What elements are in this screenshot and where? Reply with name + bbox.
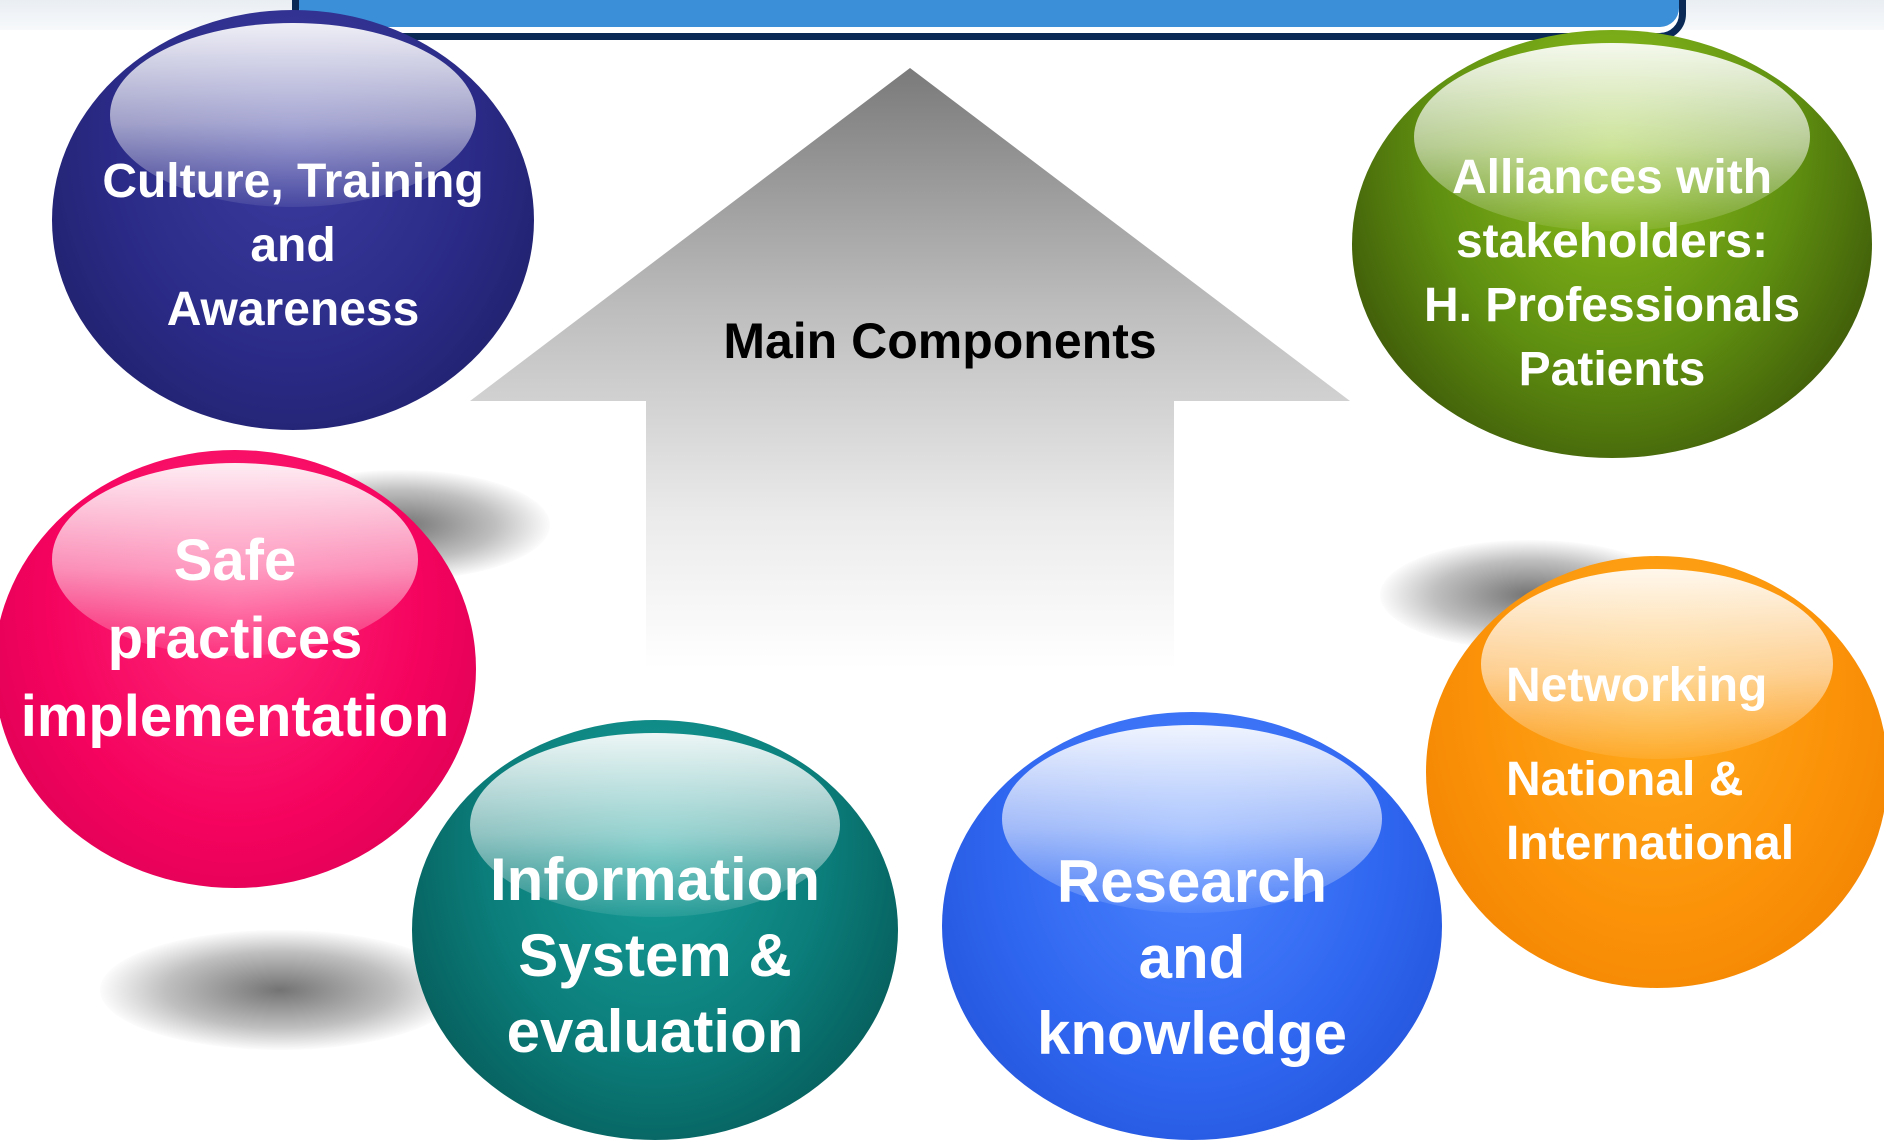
component-information-system-text: Information System & evaluation — [412, 842, 898, 1070]
component-culture-text: Culture, Training and Awareness — [52, 150, 534, 342]
text-line: practices — [107, 606, 363, 671]
text-line: knowledge — [1036, 1000, 1348, 1067]
text-line: System & — [518, 922, 792, 989]
text-line: implementation — [20, 684, 450, 749]
component-alliances-text: Alliances with stakeholders: H. Professi… — [1352, 146, 1872, 402]
bubble-shadow — [100, 930, 460, 1050]
text-line: Culture, Training — [102, 155, 484, 208]
text-line: Research — [1056, 848, 1328, 915]
title-banner — [292, 0, 1686, 40]
text-line: National & — [1506, 753, 1744, 806]
main-components-label: Main Components — [723, 313, 1157, 369]
text-line: stakeholders: — [1455, 215, 1769, 268]
gloss-highlight — [109, 22, 477, 208]
component-research-text: Research and knowledge — [942, 844, 1442, 1072]
text-line: evaluation — [506, 998, 804, 1065]
text-line: Patients — [1518, 343, 1706, 396]
gloss-highlight — [1414, 42, 1810, 232]
gloss-highlight — [1481, 568, 1833, 760]
text-line: International — [1506, 817, 1795, 870]
text-line: Safe — [173, 528, 297, 593]
text-line: Alliances with — [1451, 151, 1773, 204]
text-line: Networking — [1506, 659, 1768, 712]
component-networking: Networking National & International — [1426, 556, 1884, 988]
component-safe-practices-text: Safe practices implementation — [0, 522, 476, 756]
component-information-system: Information System & evaluation — [412, 720, 898, 1140]
component-safe-practices: Safe practices implementation — [0, 450, 476, 888]
gloss-highlight — [470, 732, 840, 918]
component-research: Research and knowledge — [942, 712, 1442, 1140]
text-line: and — [1138, 924, 1246, 991]
text-line: and — [250, 219, 336, 272]
component-alliances: Alliances with stakeholders: H. Professi… — [1352, 30, 1872, 458]
text-line: H. Professionals — [1423, 279, 1801, 332]
text-line: Awareness — [166, 283, 420, 336]
text-line: Information — [490, 846, 820, 913]
gloss-highlight — [51, 463, 419, 656]
component-culture: Culture, Training and Awareness — [52, 10, 534, 430]
component-networking-text: Networking National & International — [1426, 654, 1884, 876]
gloss-highlight — [1002, 724, 1382, 914]
